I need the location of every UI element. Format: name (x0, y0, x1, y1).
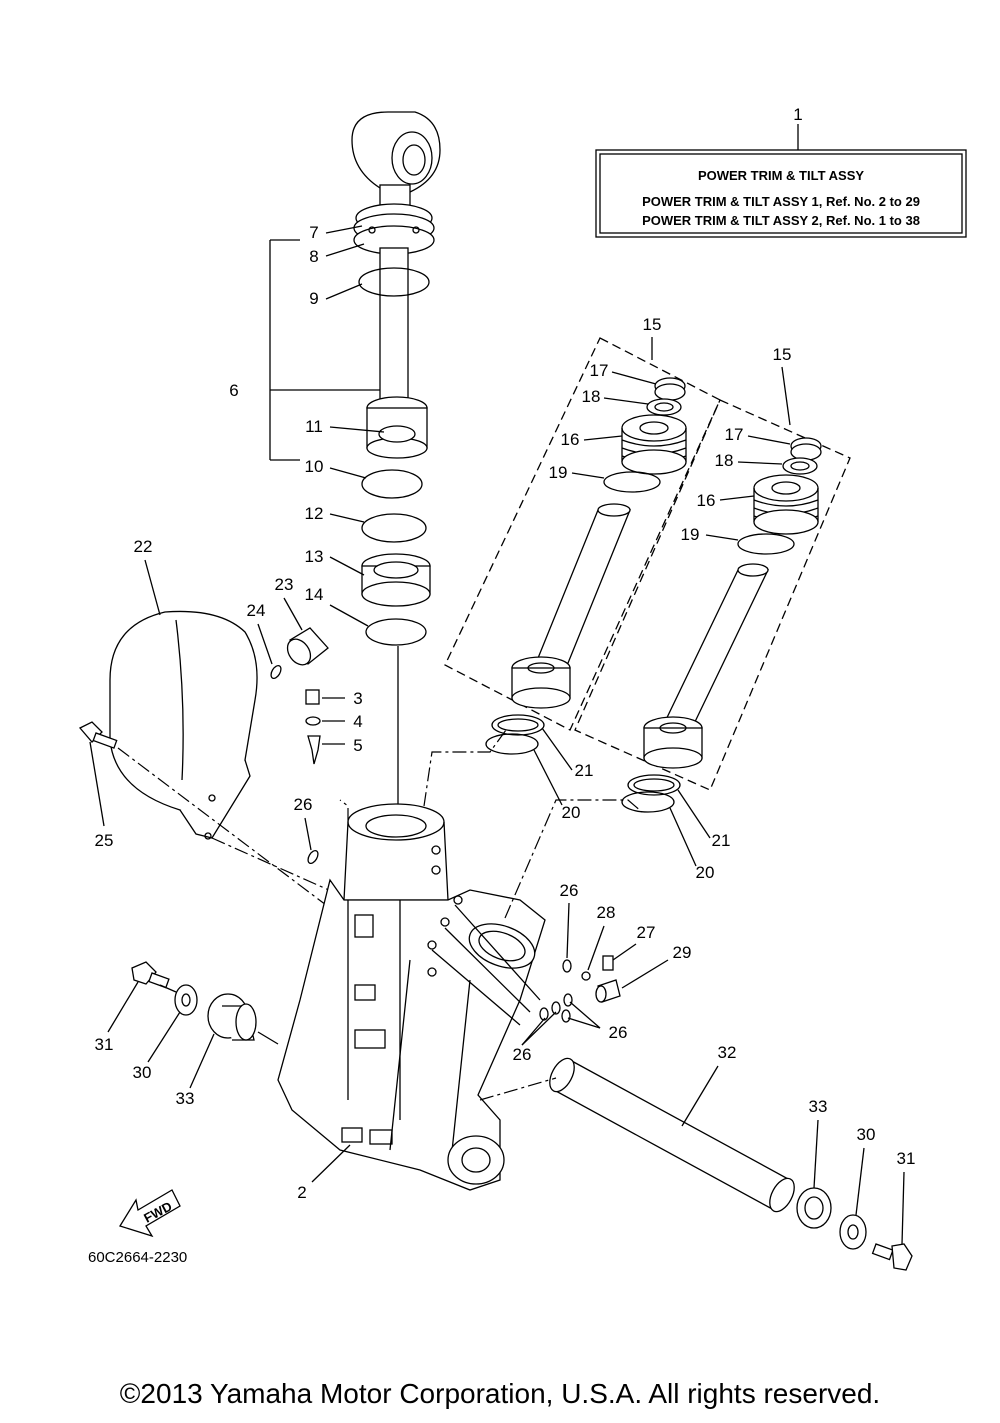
o-ring-14 (365, 618, 427, 646)
callout-17-a: 17 (590, 361, 609, 380)
callout-12: 12 (305, 504, 324, 523)
callout-20-b: 20 (696, 863, 715, 882)
callout-17-b: 17 (725, 425, 744, 444)
callout-23: 23 (275, 575, 294, 594)
trim-cylinder-assy-b: 15 17 18 16 19 (574, 345, 851, 791)
callout-26-b: 26 (560, 881, 579, 900)
diagram-number: 60C2664-2230 (88, 1249, 187, 1266)
callout-24: 24 (247, 601, 266, 620)
callout-31-a: 31 (95, 1035, 114, 1054)
callout-29: 29 (673, 943, 692, 962)
o-ring-26-a (307, 849, 319, 865)
pivot-parts-left: 31 30 33 (95, 961, 279, 1108)
callout-33-b: 33 (809, 1097, 828, 1116)
callout-7: 7 (309, 223, 318, 242)
gland-nut-13 (361, 553, 431, 607)
callout-16-a: 16 (561, 430, 580, 449)
callout-11: 11 (305, 417, 323, 436)
callout-30-a: 30 (133, 1063, 152, 1082)
o-ring-24 (270, 664, 282, 680)
callout-21-b: 21 (712, 831, 731, 850)
callout-31-b: 31 (897, 1149, 916, 1168)
callout-18-a: 18 (582, 387, 601, 406)
title-box-line-1: POWER TRIM & TILT ASSY 1, Ref. No. 2 to … (642, 194, 920, 209)
callout-19-b: 19 (681, 525, 700, 544)
main-housing-2: 2 (277, 803, 546, 1202)
callout-13: 13 (305, 547, 324, 566)
callout-5: 5 (353, 736, 362, 755)
fwd-arrow: FWD (119, 1189, 181, 1238)
callout-26-a: 26 (294, 795, 313, 814)
title-box-heading: POWER TRIM & TILT ASSY (698, 168, 864, 183)
seal-pair-a: 21 20 (485, 714, 594, 822)
callout-9: 9 (309, 289, 318, 308)
callout-30-b: 30 (857, 1125, 876, 1144)
valve-parts-3-5: 3 4 5 (305, 689, 363, 765)
tilt-pin-32: 32 (479, 1043, 795, 1213)
seal-pair-b: 21 20 (621, 774, 731, 882)
callout-15-b: 15 (773, 345, 792, 364)
callout-10: 10 (305, 457, 324, 476)
callout-33-a: 33 (176, 1089, 195, 1108)
cover-22: 22 (109, 537, 258, 840)
callout-1: 1 (793, 105, 802, 124)
bolt-25: 25 (78, 721, 331, 909)
o-ring-12 (361, 513, 427, 543)
title-box: POWER TRIM & TILT ASSY POWER TRIM & TILT… (595, 105, 967, 238)
o-ring-10 (361, 469, 423, 499)
callout-26-d: 26 (513, 1045, 532, 1064)
callout-21-a: 21 (575, 761, 594, 780)
callout-16-b: 16 (697, 491, 716, 510)
fwd-label: FWD (141, 1198, 174, 1225)
callout-28: 28 (597, 903, 616, 922)
callout-27: 27 (637, 923, 656, 942)
callout-2: 2 (297, 1183, 306, 1202)
tilt-rod-assembly (351, 111, 441, 459)
callout-26-c: 26 (609, 1023, 628, 1042)
callout-19-a: 19 (549, 463, 568, 482)
callout-4: 4 (353, 712, 362, 731)
callout-22: 22 (134, 537, 153, 556)
callout-8: 8 (309, 247, 318, 266)
callout-15-a: 15 (643, 315, 662, 334)
trim-cylinder-assy-a: 15 17 18 16 19 (444, 315, 721, 731)
bearing-23: 23 (275, 575, 329, 666)
copyright-notice: ©2013 Yamaha Motor Corporation, U.S.A. A… (119, 1378, 881, 1409)
callout-6: 6 (229, 381, 238, 400)
left-callouts: 7 8 9 6 11 10 12 13 14 (229, 223, 385, 627)
callout-25: 25 (95, 831, 114, 850)
pivot-parts-right: 33 30 31 (796, 1097, 916, 1271)
callout-14: 14 (305, 585, 324, 604)
small-parts-26-29: 26 28 27 29 26 26 (513, 881, 692, 1064)
callout-32: 32 (718, 1043, 737, 1062)
callout-3: 3 (353, 689, 362, 708)
callout-18-b: 18 (715, 451, 734, 470)
title-box-line-2: POWER TRIM & TILT ASSY 2, Ref. No. 1 to … (642, 213, 920, 228)
callout-20-a: 20 (562, 803, 581, 822)
